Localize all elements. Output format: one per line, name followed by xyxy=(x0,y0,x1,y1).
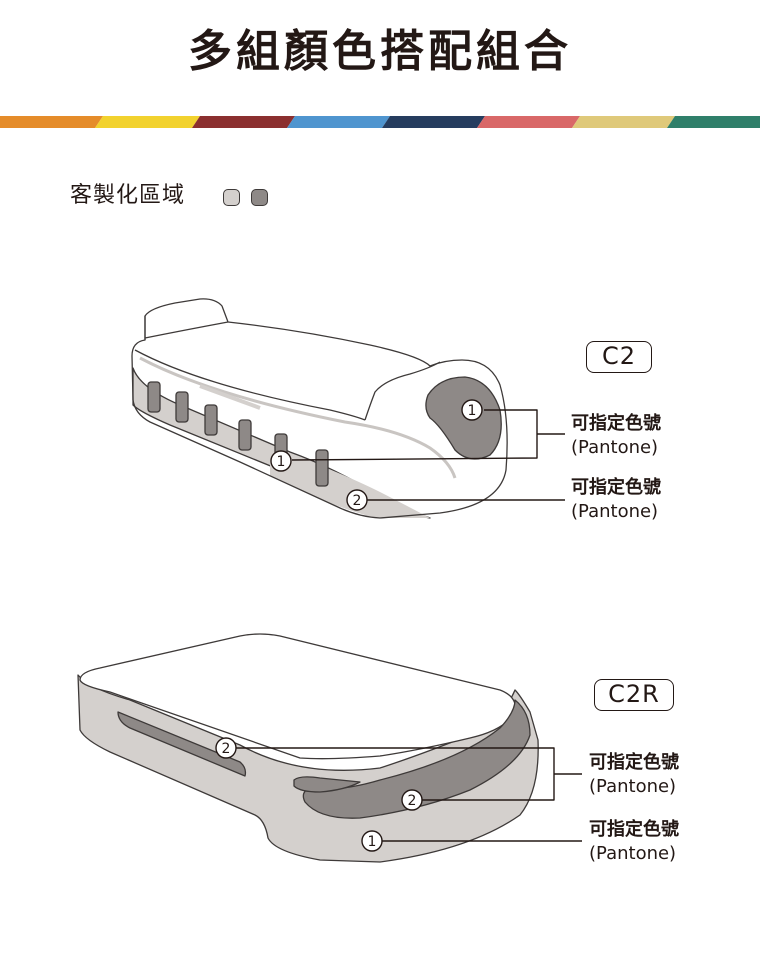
swatch-dark xyxy=(251,189,268,206)
marker-2 xyxy=(346,489,368,511)
c2-vent xyxy=(204,404,218,436)
model-badge-c2r: C2R xyxy=(594,679,674,711)
c2-vent xyxy=(147,381,161,413)
callout-c2-2: 可指定色號 (Pantone) xyxy=(571,476,661,524)
marker-1 xyxy=(461,399,483,421)
callout-pantone: (Pantone) xyxy=(589,776,677,797)
callout-pantone: (Pantone) xyxy=(571,437,659,458)
stripe-segment-green xyxy=(667,116,760,128)
c2r-top xyxy=(79,633,517,760)
callout-c2r-2: 可指定色號 (Pantone) xyxy=(589,751,679,799)
c2-grip-pad xyxy=(425,376,502,460)
c2r-slot-right xyxy=(293,776,361,793)
callout-pantone: (Pantone) xyxy=(589,843,677,864)
callout-c2-1: 可指定色號 (Pantone) xyxy=(571,412,661,460)
marker-2 xyxy=(401,789,423,811)
marker-label: 1 xyxy=(277,454,286,470)
marker-2 xyxy=(215,737,237,759)
stripe-segment-red xyxy=(477,116,580,128)
c2-outline xyxy=(131,298,508,519)
c2-top-surface xyxy=(134,349,441,421)
c2-vent xyxy=(238,419,252,451)
device-c2r xyxy=(77,633,582,863)
c2-curve-line xyxy=(139,356,457,479)
stripe-segment-gold xyxy=(572,116,675,128)
stripe-segment-blue xyxy=(287,116,390,128)
c2r-body xyxy=(77,674,539,863)
stripe-segment-maroon xyxy=(192,116,295,128)
c2-bracket xyxy=(291,409,565,461)
color-stripe xyxy=(0,116,760,128)
callout-pantone: (Pantone) xyxy=(571,501,659,522)
stripe-segment-orange xyxy=(0,116,103,128)
c2r-bracket xyxy=(236,747,582,801)
stripe-segment-yellow xyxy=(95,116,200,128)
marker-label: 2 xyxy=(353,493,362,509)
device-c2 xyxy=(131,298,565,519)
marker-label: 2 xyxy=(222,741,231,757)
c2r-slot-left xyxy=(117,711,247,777)
c2-top-handle xyxy=(144,316,229,340)
callout-c2r-1: 可指定色號 (Pantone) xyxy=(589,818,679,866)
c2-highlight xyxy=(199,384,261,410)
model-badge-c2: C2 xyxy=(586,341,652,373)
marker-1 xyxy=(270,450,292,472)
marker-label: 2 xyxy=(408,793,417,809)
marker-label: 1 xyxy=(468,403,477,419)
callout-title: 可指定色號 xyxy=(589,752,679,773)
stripe-segment-navy xyxy=(382,116,485,128)
callout-title: 可指定色號 xyxy=(589,819,679,840)
marker-label: 1 xyxy=(368,834,377,850)
swatch-light xyxy=(223,189,240,206)
marker-1 xyxy=(361,830,383,852)
c2-vent xyxy=(315,449,329,487)
callout-title: 可指定色號 xyxy=(571,413,661,434)
page-title: 多組顏色搭配組合 xyxy=(188,26,572,77)
custom-area-label: 客製化區域 xyxy=(70,183,186,208)
callout-title: 可指定色號 xyxy=(571,477,661,498)
c2-vent xyxy=(175,391,189,423)
